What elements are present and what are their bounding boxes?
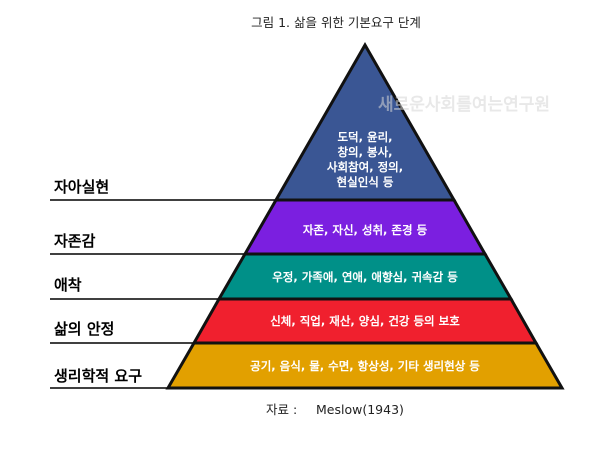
level-label-esteem: 자존감: [54, 232, 96, 250]
band-text-line: 현실인식 등: [337, 175, 394, 189]
source-label: 자료 :: [266, 402, 297, 417]
figure-title: 그림 1. 삶을 위한 기본요구 단계: [251, 15, 421, 30]
source-value: Meslow(1943): [316, 402, 404, 417]
level-label-belonging: 애착: [54, 276, 82, 294]
band-text-line: 도덕, 윤리,: [337, 130, 392, 144]
band-text-line: 사회참여, 정의,: [327, 160, 403, 174]
band-text-line: 신체, 직업, 재산, 양심, 건강 등의 보호: [270, 314, 460, 328]
pyramid-band-physiological: [165, 341, 565, 390]
band-text-line: 창의, 봉사,: [337, 145, 392, 159]
band-text-line: 자존, 자신, 성취, 존경 등: [303, 223, 428, 237]
band-text-line: 공기, 음식, 물, 수면, 항상성, 기타 생리현상 등: [250, 359, 480, 373]
watermark: 새로운사회를여는연구원: [378, 95, 550, 115]
band-text-line: 우정, 가족애, 연애, 애향심, 귀속감 등: [272, 270, 458, 284]
level-label-physiological: 생리학적 요구: [54, 367, 142, 385]
level-label-self-actualization: 자아실현: [54, 178, 109, 196]
level-label-safety: 삶의 안정: [54, 320, 114, 338]
